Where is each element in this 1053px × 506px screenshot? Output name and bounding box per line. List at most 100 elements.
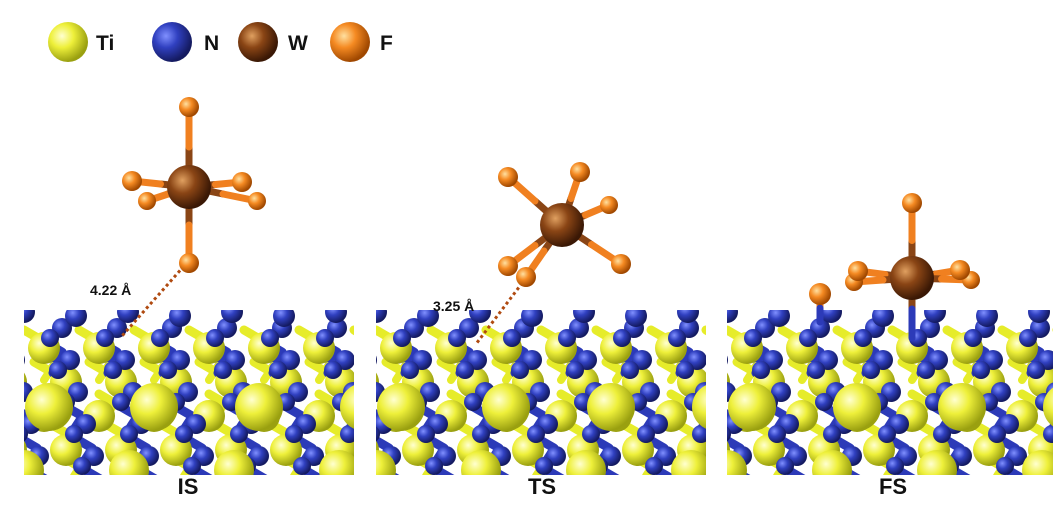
ti-atom <box>1022 450 1053 475</box>
f-atom <box>498 256 518 276</box>
surface-n-atom <box>872 310 894 327</box>
surface-n-atom <box>24 310 35 323</box>
f-atom <box>570 162 590 182</box>
n-atom <box>175 425 193 443</box>
n-atom <box>527 425 545 443</box>
ti-atom <box>109 450 149 475</box>
surface-n-atom <box>976 310 998 327</box>
n-atom <box>448 329 466 347</box>
n-atom <box>668 329 686 347</box>
surface-n-atom <box>417 310 439 327</box>
distance-label-ts: 3.25 Å <box>433 298 475 314</box>
ti-atom <box>130 383 178 431</box>
slab-2 <box>727 310 1053 475</box>
n-atom <box>988 425 1006 443</box>
n-atom <box>1027 361 1045 379</box>
n-atom <box>376 426 380 442</box>
legend-item-w: W <box>236 20 308 64</box>
n-atom <box>933 425 951 443</box>
w-atom <box>890 256 934 300</box>
n-atom <box>324 361 342 379</box>
ti-atom <box>235 383 283 431</box>
n-atom <box>823 425 841 443</box>
adsorbed-f <box>809 283 831 326</box>
n-atom <box>376 355 377 365</box>
n-atom <box>511 361 529 379</box>
n-atom <box>49 361 67 379</box>
surface-n-atom <box>1028 310 1050 323</box>
surface-n-atom <box>65 310 87 327</box>
n-atom <box>621 361 639 379</box>
ti-atom <box>1043 387 1053 427</box>
n-atom <box>692 425 706 443</box>
panel-label-fs: FS <box>878 474 908 499</box>
f-atom <box>611 254 631 274</box>
n-atom <box>727 355 728 365</box>
n-atom <box>206 329 224 347</box>
f-atom <box>232 172 252 192</box>
ti-atom <box>728 383 776 431</box>
ti-atom <box>566 450 606 475</box>
surface-n-atom <box>521 310 543 327</box>
ti-atom <box>587 383 635 431</box>
panel-ts-structure <box>376 162 706 475</box>
n-atom <box>214 361 232 379</box>
n-atom <box>24 355 25 365</box>
surface-n-atom <box>820 310 842 323</box>
n-atom <box>566 361 584 379</box>
ti-atom-icon <box>48 22 88 62</box>
n-atom <box>1043 425 1053 443</box>
legend: Ti N W F <box>46 20 466 64</box>
n-atom <box>73 457 91 475</box>
wf6-molecule-0 <box>122 97 266 273</box>
n-atom <box>744 329 762 347</box>
n-atom <box>340 425 354 443</box>
n-atom <box>799 329 817 347</box>
n-atom <box>862 361 880 379</box>
n-atom <box>464 393 482 411</box>
surface-n-atom <box>169 310 191 327</box>
panel-label-is: IS <box>177 474 199 499</box>
f-atom <box>179 97 199 117</box>
n-atom <box>96 329 114 347</box>
legend-label-ti: Ti <box>96 32 115 55</box>
n-atom <box>768 425 786 443</box>
n-atom <box>582 425 600 443</box>
n-atom <box>293 457 311 475</box>
n-atom <box>183 457 201 475</box>
n-atom <box>727 426 731 442</box>
slab-0 <box>24 310 354 475</box>
wf6-molecule-1 <box>498 162 631 287</box>
n-atom <box>996 457 1014 475</box>
ti-atom <box>377 383 425 431</box>
n-atom <box>972 361 990 379</box>
n-atom <box>807 361 825 379</box>
ti-atom <box>917 450 957 475</box>
legend-item-f: F <box>328 20 393 64</box>
legend-label-n: N <box>204 32 220 55</box>
f-n-distance-line <box>474 277 528 345</box>
n-atom <box>472 425 490 443</box>
panel-is-structure <box>24 97 354 475</box>
legend-label-f: F <box>380 32 393 55</box>
n-atom <box>1019 329 1037 347</box>
n-atom <box>456 361 474 379</box>
n-atom <box>637 425 655 443</box>
surface-n-atom <box>273 310 295 327</box>
ti-atom <box>482 383 530 431</box>
surface-n-atom <box>117 310 139 323</box>
f-atom <box>498 167 518 187</box>
n-atom <box>815 393 833 411</box>
legend-label-w: W <box>288 32 308 55</box>
n-atom <box>425 457 443 475</box>
ti-atom <box>24 450 44 475</box>
n-atom <box>676 361 694 379</box>
ti-atom <box>812 450 852 475</box>
n-atom <box>316 329 334 347</box>
n-atom <box>535 457 553 475</box>
n-atom <box>613 329 631 347</box>
n-atom <box>104 361 122 379</box>
n-atom <box>558 329 576 347</box>
surface-n-atom <box>768 310 790 327</box>
f-atom <box>179 253 199 273</box>
